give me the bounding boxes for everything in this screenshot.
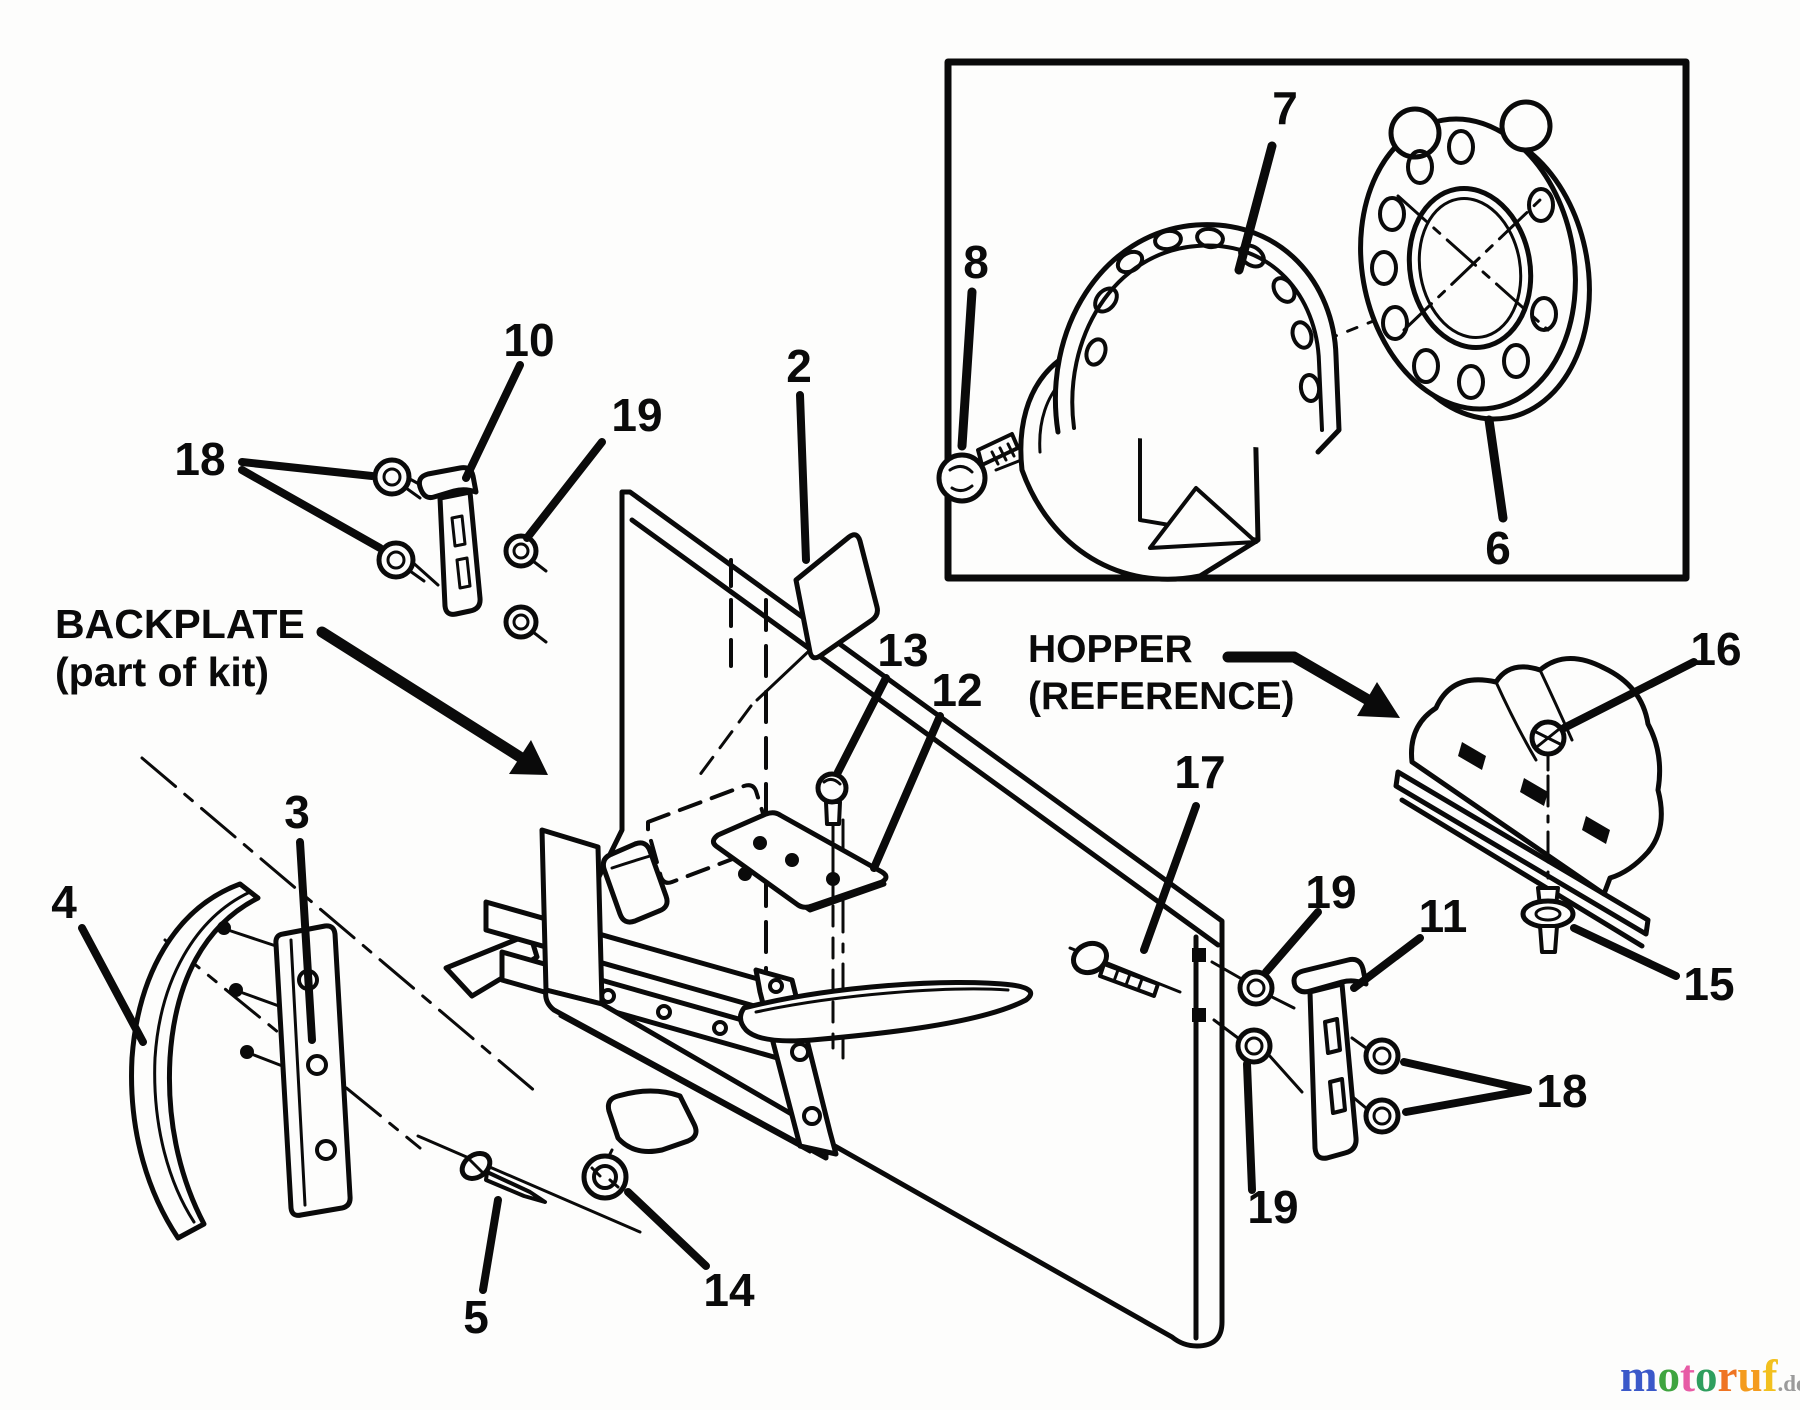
part-number-label: 19 [611, 389, 663, 441]
part-number-label: 19 [1305, 866, 1357, 918]
part-number-label: 14 [703, 1264, 755, 1316]
backplate-arrow [316, 626, 548, 775]
hopper-drawing [1393, 656, 1664, 954]
part-number-label: 6 [1485, 522, 1511, 574]
part-number-label: 2 [786, 340, 812, 392]
mount-plate-drawing [710, 771, 889, 1050]
part-number-label: 13 [877, 624, 929, 676]
watermark-letter: m [1620, 1351, 1658, 1401]
screw-8-drawing [936, 432, 1020, 504]
backplate-annotation: BACKPLATE (part of kit) [55, 601, 305, 696]
part-number-label: 10 [503, 314, 555, 366]
watermark-letter: o [1695, 1351, 1718, 1401]
part-number-label: 19 [1247, 1181, 1299, 1233]
deflector-and-strap-drawing [129, 756, 538, 1241]
channel-bracket-drawing [1018, 222, 1342, 582]
part-number-label: 8 [963, 236, 989, 288]
part-number-label: 3 [284, 786, 310, 838]
part-number-label: 18 [174, 433, 226, 485]
part-number-label: 15 [1683, 958, 1735, 1010]
bracket-10-drawing [372, 457, 548, 644]
watermark-letter: f [1762, 1351, 1778, 1401]
backplate-annotation-line1: BACKPLATE [55, 601, 305, 647]
watermark-letter: t [1680, 1351, 1695, 1401]
nuts-18-right-drawing [1363, 1037, 1401, 1135]
hopper-annotation-line2: (REFERENCE) [1028, 674, 1295, 718]
watermark-logo: motoruf.de [1620, 1350, 1800, 1402]
backplate-drawing [544, 489, 1225, 1349]
backplate-annotation-line2: (part of kit) [55, 648, 270, 695]
hopper-annotation: HOPPER (REFERENCE) [1028, 627, 1295, 721]
watermark-letter: u [1737, 1351, 1763, 1401]
part-number-label: 7 [1272, 82, 1298, 134]
part-number-label: 18 [1536, 1065, 1588, 1117]
screw-5-drawing [416, 1134, 642, 1234]
part-number-label: 16 [1690, 623, 1742, 675]
chute-frame-drawing [443, 827, 1034, 1161]
hopper-annotation-line1: HOPPER [1028, 628, 1193, 671]
part-number-label: 12 [931, 664, 983, 716]
hub-flange-plate-drawing [1358, 99, 1592, 422]
watermark-letter: r [1717, 1351, 1738, 1401]
bracket-11-drawing [1291, 956, 1369, 1161]
part-number-label: 17 [1174, 746, 1226, 798]
part-number-label: 5 [463, 1291, 489, 1343]
hopper-arrow [1222, 651, 1400, 718]
part-number-label: 11 [1418, 890, 1468, 942]
part-number-label: 4 [51, 876, 77, 928]
leader-lines [78, 361, 1698, 1294]
nut-14-drawing [581, 1148, 629, 1201]
watermark-domain-suffix: .de [1777, 1371, 1800, 1396]
carriage-bolt-17-drawing [1068, 940, 1182, 998]
nuts-19-right-drawing [1210, 960, 1304, 1094]
watermark-letter: o [1657, 1351, 1681, 1401]
inset-detail-box [936, 58, 1690, 582]
watermark-letters: motoruf [1620, 1351, 1778, 1401]
